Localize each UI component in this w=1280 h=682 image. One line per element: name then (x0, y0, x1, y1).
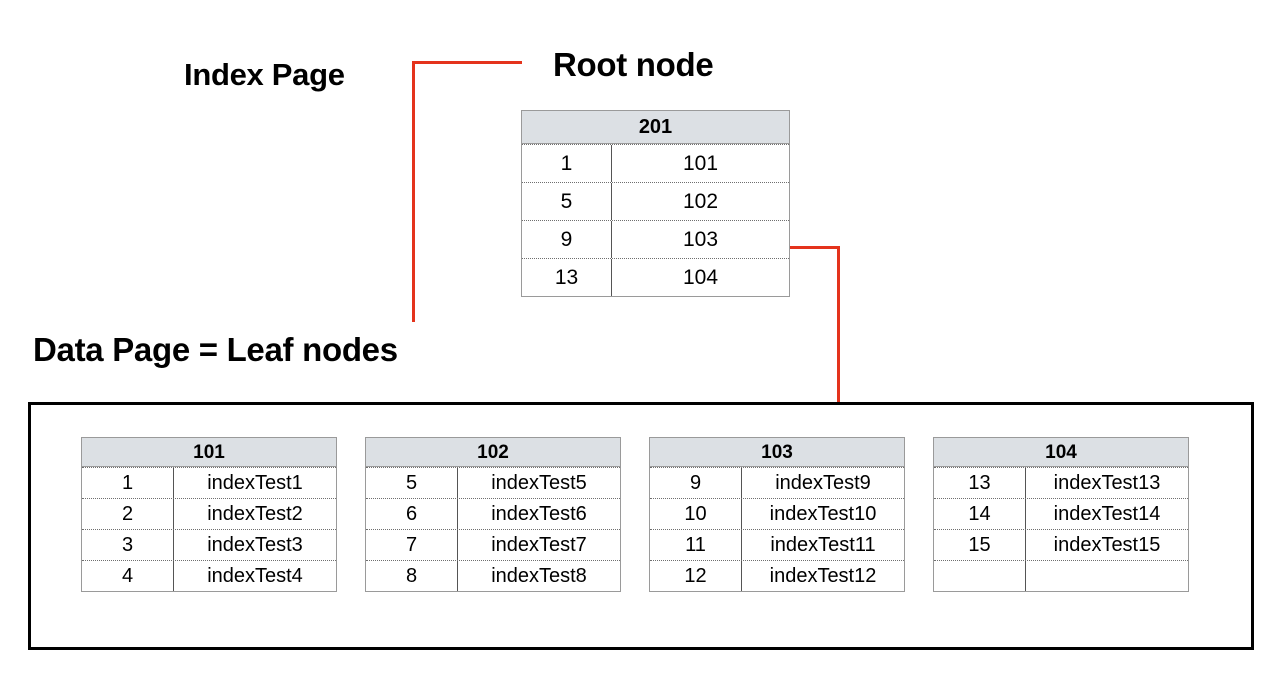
leaf-node-table: 104 13 indexTest13 14 indexTest14 15 ind… (933, 437, 1189, 592)
root-node-table: 201 1 101 5 102 9 103 13 104 (521, 110, 790, 297)
row-key: 12 (650, 561, 742, 591)
table-row: 7 indexTest7 (366, 529, 620, 560)
table-row: 9 103 (522, 220, 789, 258)
table-row: 5 102 (522, 182, 789, 220)
row-value: indexTest8 (491, 564, 587, 587)
leaf-node-page-id: 101 (82, 438, 336, 467)
table-row: 13 indexTest13 (934, 467, 1188, 498)
table-row: 12 indexTest12 (650, 560, 904, 591)
table-row: 2 indexTest2 (82, 498, 336, 529)
leaf-node-table: 102 5 indexTest5 6 indexTest6 7 indexTes… (365, 437, 621, 592)
row-value: 103 (682, 227, 719, 251)
table-row: 8 indexTest8 (366, 560, 620, 591)
data-page-label: Data Page = Leaf nodes (33, 331, 398, 368)
row-key: 15 (934, 530, 1026, 560)
table-row: 6 indexTest6 (366, 498, 620, 529)
row-key: 3 (82, 530, 174, 560)
row-key: 1 (522, 145, 612, 182)
row-key: 6 (366, 499, 458, 529)
row-key: 5 (366, 468, 458, 498)
row-value: 104 (682, 265, 719, 289)
row-value: indexTest5 (491, 471, 587, 494)
row-key: 4 (82, 561, 174, 591)
leaf-node-page-id: 103 (650, 438, 904, 467)
leaf-node-table: 103 9 indexTest9 10 indexTest10 11 index… (649, 437, 905, 592)
table-row: 10 indexTest10 (650, 498, 904, 529)
row-key: 9 (522, 221, 612, 258)
row-key: 10 (650, 499, 742, 529)
row-value: indexTest1 (207, 471, 303, 494)
row-value: indexTest9 (775, 471, 871, 494)
row-key: 9 (650, 468, 742, 498)
table-row: 5 indexTest5 (366, 467, 620, 498)
row-key: 1 (82, 468, 174, 498)
row-key: 13 (522, 259, 612, 296)
row-value: 101 (682, 151, 719, 175)
row-value: indexTest2 (207, 502, 303, 525)
leaf-node-page-id: 102 (366, 438, 620, 467)
row-value: indexTest4 (207, 564, 303, 587)
root-node-label: Root node (553, 46, 714, 83)
table-row: 11 indexTest11 (650, 529, 904, 560)
row-value: indexTest7 (491, 533, 587, 556)
table-row: 15 indexTest15 (934, 529, 1188, 560)
root-node-page-id: 201 (522, 111, 789, 144)
row-value: indexTest3 (207, 533, 303, 556)
row-key: 13 (934, 468, 1026, 498)
row-key: 2 (82, 499, 174, 529)
row-key: 5 (522, 183, 612, 220)
index-page-connector-vertical (412, 61, 415, 322)
row-key: 8 (366, 561, 458, 591)
row-value: indexTest13 (1053, 471, 1161, 494)
table-row: 3 indexTest3 (82, 529, 336, 560)
row-value: indexTest6 (491, 502, 587, 525)
index-page-label: Index Page (184, 57, 345, 92)
table-row: 1 indexTest1 (82, 467, 336, 498)
table-row: 9 indexTest9 (650, 467, 904, 498)
row-key (934, 561, 1026, 591)
table-row: 13 104 (522, 258, 789, 296)
root-to-leaf-arrow-horizontal (790, 246, 840, 249)
row-value: indexTest10 (769, 502, 877, 525)
row-value (1026, 561, 1188, 591)
root-to-leaf-arrow-vertical (837, 246, 840, 426)
row-value: indexTest11 (770, 533, 876, 556)
row-value: indexTest12 (769, 564, 877, 587)
row-key: 14 (934, 499, 1026, 529)
data-page-container: 101 1 indexTest1 2 indexTest2 3 indexTes… (28, 402, 1254, 650)
table-row-empty (934, 560, 1188, 591)
row-value: indexTest15 (1053, 533, 1161, 556)
row-value: 102 (682, 189, 719, 213)
leaf-node-table: 101 1 indexTest1 2 indexTest2 3 indexTes… (81, 437, 337, 592)
table-row: 1 101 (522, 144, 789, 182)
leaf-node-page-id: 104 (934, 438, 1188, 467)
index-page-connector-horizontal (412, 61, 522, 64)
row-value: indexTest14 (1053, 502, 1161, 525)
table-row: 4 indexTest4 (82, 560, 336, 591)
row-key: 11 (650, 530, 742, 560)
table-row: 14 indexTest14 (934, 498, 1188, 529)
row-key: 7 (366, 530, 458, 560)
